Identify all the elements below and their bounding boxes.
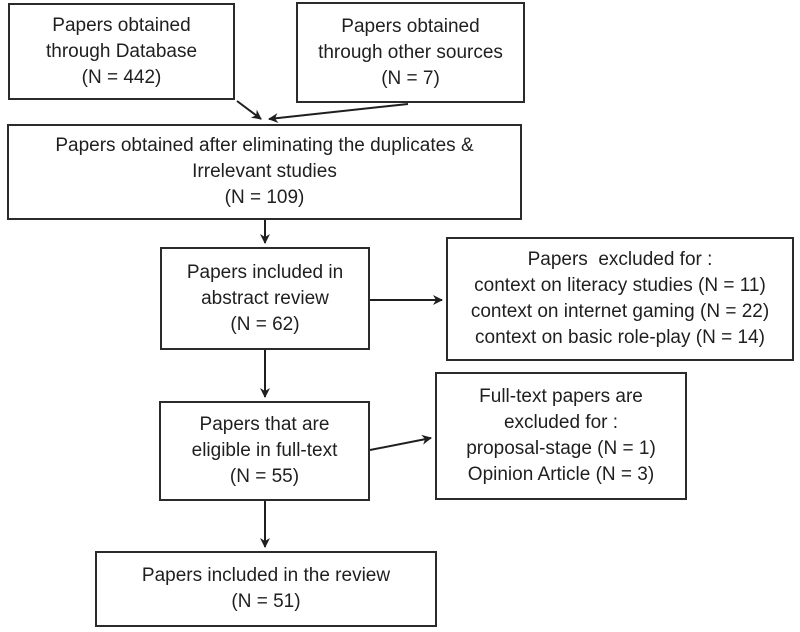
box-count: (N = 7): [381, 67, 440, 89]
box-text-line: through Database: [45, 40, 198, 62]
box-text-line: Papers obtained: [341, 15, 480, 37]
box-count: (N = 55): [229, 466, 300, 487]
box-text-line: Opinion Article (N = 3): [467, 464, 655, 485]
box-included-in-review: Papers included in the review (N = 51): [95, 551, 437, 627]
box-text-line: proposal-stage (N = 1): [466, 438, 656, 459]
box-text-line: eligible in full-text: [191, 440, 338, 461]
arrow-full-text-to-excluded: [369, 434, 432, 451]
box-text-line: Papers included in the review: [141, 565, 391, 586]
box-text-line: Papers included in: [186, 261, 344, 283]
box-papers-deduplicated: Papers obtained after eliminating the du…: [7, 124, 522, 220]
box-text-line: Irrelevant studies: [192, 161, 337, 182]
box-text-line: Papers excluded for :: [527, 249, 713, 270]
box-excluded-abstract: Papers excluded for : context on literac…: [446, 237, 794, 361]
box-text-line: Papers obtained: [52, 14, 191, 36]
arrow-other-sources-to-deduplicated: [268, 103, 409, 124]
arrow-database-to-deduplicated: [236, 100, 262, 120]
box-text-line: context on internet gaming (N = 22): [470, 301, 770, 322]
box-text-line: context on literacy studies (N = 11): [474, 275, 766, 296]
box-count: (N = 62): [230, 313, 300, 335]
box-papers-other-sources: Papers obtained through other sources (N…: [296, 2, 525, 103]
box-text-line: abstract review: [201, 287, 329, 309]
box-text-line: Papers obtained after eliminating the du…: [55, 135, 474, 156]
box-text-line: through other sources: [318, 41, 503, 63]
box-text-line: Full-text papers are: [479, 386, 643, 407]
box-abstract-review: Papers included in abstract review (N = …: [160, 247, 370, 350]
box-full-text-eligible: Papers that are eligible in full-text (N…: [159, 401, 370, 501]
box-text-line: excluded for :: [503, 412, 619, 433]
box-count: (N = 442): [81, 66, 162, 88]
box-text-line: Papers that are: [199, 414, 330, 435]
box-count: (N = 51): [231, 591, 301, 612]
box-excluded-full-text: Full-text papers are excluded for : prop…: [435, 372, 687, 500]
box-papers-database: Papers obtained through Database (N = 44…: [8, 3, 235, 100]
box-text-line: context on basic role-play (N = 14): [475, 327, 765, 348]
box-count: (N = 109): [224, 187, 305, 208]
